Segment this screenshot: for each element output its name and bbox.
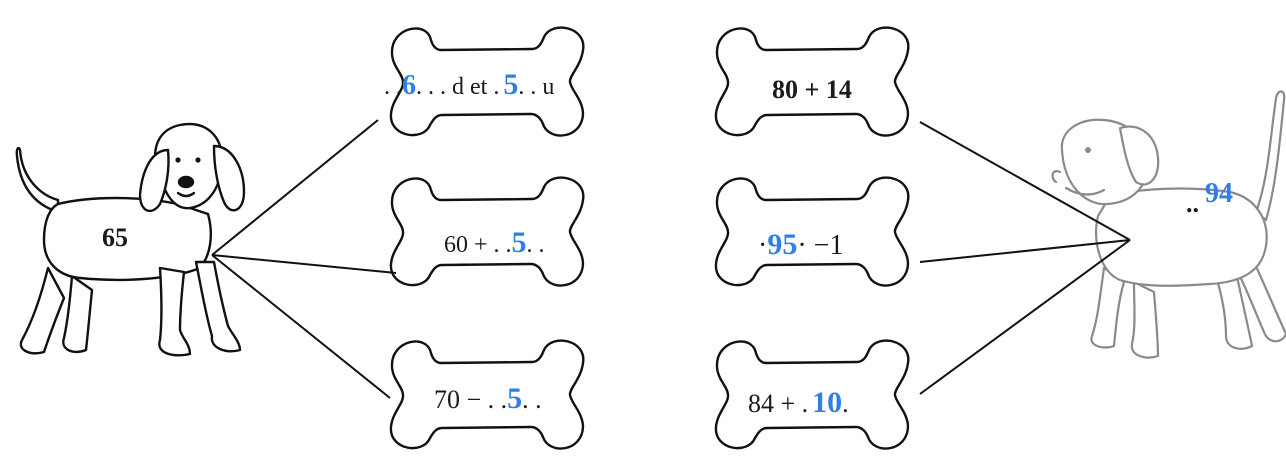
- bone-1-text: . .6. . . d et .5. . u: [384, 68, 554, 101]
- left-dog-number: 65: [102, 223, 128, 252]
- right-dog: [1051, 90, 1286, 359]
- bone-5-text: ·95· −1: [758, 228, 843, 261]
- line-left-to-bone-2: [211, 254, 397, 274]
- match-lines: [211, 119, 1131, 399]
- bone-3-text: 70 − . .5. .: [434, 382, 542, 415]
- line-left-to-bone-1: [211, 119, 379, 256]
- right-dog-number: 94: [1205, 178, 1233, 209]
- line-left-to-bone-3: [211, 254, 391, 399]
- bone-2-text: 60 + . .5. .: [444, 226, 545, 259]
- line-bone-6-to-right: [919, 239, 1131, 395]
- right-dog-dots: ..: [1186, 189, 1199, 218]
- line-bone-4-to-right: [919, 121, 1131, 241]
- bone-6-text: 84 + .10.: [748, 386, 849, 419]
- line-bone-5-to-right: [919, 239, 1131, 263]
- bone-4-text: 80 + 14: [772, 75, 852, 104]
- left-dog: [15, 122, 246, 357]
